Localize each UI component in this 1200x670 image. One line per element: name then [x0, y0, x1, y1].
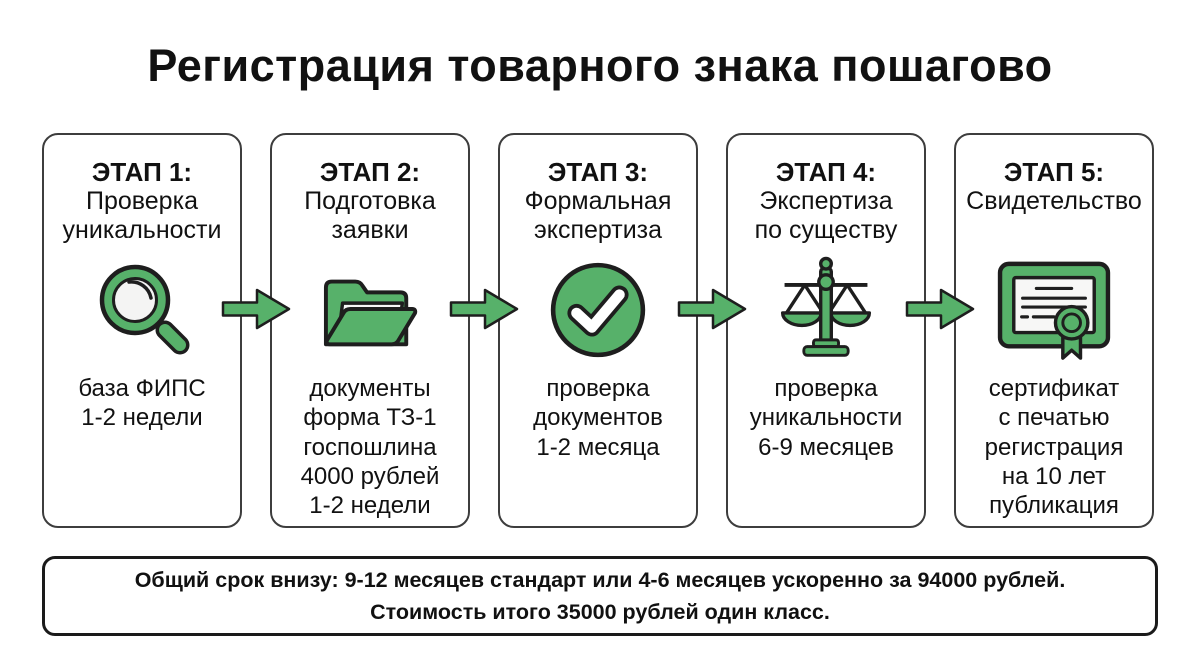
stage-1-details: база ФИПС 1-2 недели	[44, 374, 240, 433]
stage-2-header: ЭТАП 2: Подготовка заявки	[272, 157, 468, 245]
detail-line: форма ТЗ-1	[303, 404, 437, 432]
detail-line: на 10 лет	[1001, 462, 1107, 490]
arrow-right-icon	[221, 288, 291, 330]
stage-card-2: ЭТАП 2: Подготовка заявки документы форм…	[270, 133, 470, 528]
detail-line: 1-2 месяца	[536, 433, 660, 461]
stage-4-header: ЭТАП 4: Экспертиза по существу	[728, 157, 924, 245]
stage-2-subtitle: заявки	[331, 216, 409, 245]
stage-2-details: документы форма ТЗ-1 госпошлина 4000 руб…	[272, 374, 468, 520]
detail-line: документов	[533, 404, 663, 432]
arrow-right-icon	[449, 288, 519, 330]
detail-line: 1-2 недели	[309, 492, 431, 520]
stage-card-4: ЭТАП 4: Экспертиза по существу проверка …	[726, 133, 926, 528]
detail-line: госпошлина	[303, 433, 437, 461]
summary-line-2: Стоимость итого 35000 рублей один класс.	[370, 600, 830, 624]
stage-3-label: ЭТАП 3:	[547, 157, 649, 187]
detail-line: 4000 рублей	[300, 462, 440, 490]
stage-5-subtitle: Свидетельство	[966, 187, 1142, 216]
detail-line: проверка	[774, 375, 878, 402]
stage-2-subtitle: Подготовка	[304, 187, 436, 216]
stage-1-subtitle: уникальности	[62, 216, 222, 245]
detail-line: с печатью	[998, 404, 1110, 432]
stage-3-details: проверка документов 1-2 месяца	[500, 374, 696, 462]
page-title: Регистрация товарного знака пошагово	[147, 40, 1053, 91]
stage-4-subtitle: Экспертиза	[759, 187, 893, 216]
stage-1-label: ЭТАП 1:	[91, 157, 193, 187]
summary-box: Общий срок внизу: 9-12 месяцев стандарт …	[42, 556, 1158, 636]
stage-5-header: ЭТАП 5: Свидетельство	[956, 157, 1152, 216]
stage-1-subtitle: Проверка	[86, 187, 198, 216]
certificate-icon	[956, 249, 1152, 371]
scales-icon	[728, 249, 924, 371]
stage-card-1: ЭТАП 1: Проверка уникальности база ФИПС …	[42, 133, 242, 528]
stage-5-label: ЭТАП 5:	[1003, 157, 1105, 187]
detail-line: публикация	[989, 492, 1119, 520]
detail-line: уникальности	[749, 404, 903, 432]
stage-3-subtitle: Формальная	[524, 187, 672, 216]
stage-card-5: ЭТАП 5: Свидетельство сертификат с печат…	[954, 133, 1154, 528]
arrow-right-icon	[677, 288, 747, 330]
stage-4-label: ЭТАП 4:	[775, 157, 877, 187]
check-circle-icon	[500, 249, 696, 371]
folder-icon	[272, 249, 468, 371]
detail-line: сертификат	[988, 375, 1120, 402]
stage-4-subtitle: по существу	[754, 216, 898, 245]
arrow-right-icon	[905, 288, 975, 330]
detail-line: проверка	[546, 375, 650, 402]
detail-line: 6-9 месяцев	[758, 433, 894, 461]
magnifier-icon	[44, 249, 240, 371]
stage-3-header: ЭТАП 3: Формальная экспертиза	[500, 157, 696, 245]
stage-3-subtitle: экспертиза	[533, 216, 663, 245]
stage-2-label: ЭТАП 2:	[319, 157, 421, 187]
detail-line: документы	[309, 375, 431, 402]
stage-1-header: ЭТАП 1: Проверка уникальности	[44, 157, 240, 245]
stage-card-3: ЭТАП 3: Формальная экспертиза проверка д…	[498, 133, 698, 528]
summary-line-1: Общий срок внизу: 9-12 месяцев стандарт …	[134, 567, 1066, 592]
stage-5-details: сертификат с печатью регистрация на 10 л…	[956, 374, 1152, 520]
stage-4-details: проверка уникальности 6-9 месяцев	[728, 374, 924, 462]
detail-line: база ФИПС	[78, 375, 206, 402]
detail-line: регистрация	[984, 433, 1124, 461]
detail-line: 1-2 недели	[81, 404, 203, 432]
